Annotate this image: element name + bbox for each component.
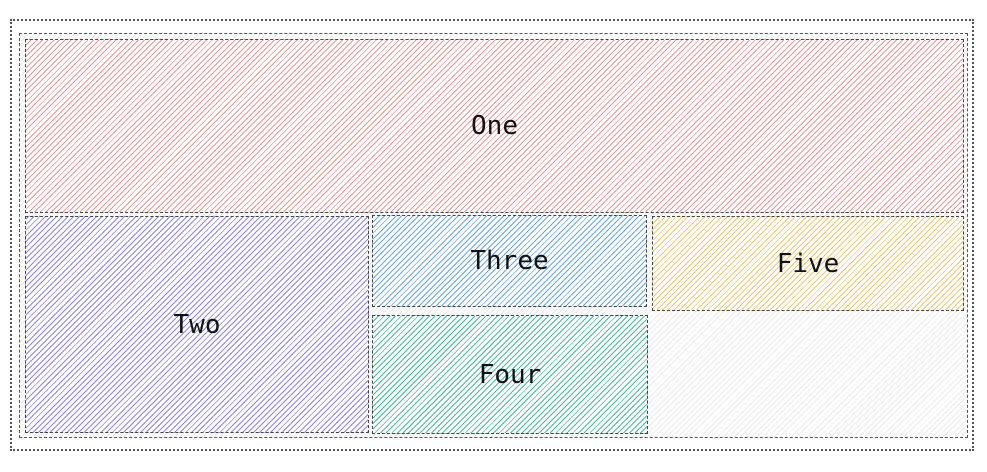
box-two: Two: [25, 216, 369, 433]
box-three: Three: [372, 215, 647, 307]
outer-container: [10, 19, 974, 451]
box-three-label: Three: [470, 246, 549, 276]
box-one-label: One: [471, 111, 518, 141]
box-four: Four: [372, 315, 648, 434]
box-five-label: Five: [776, 248, 840, 279]
box-five: Five: [652, 216, 964, 311]
box-one: One: [25, 39, 964, 213]
box-two-label: Two: [173, 309, 221, 340]
box-four-label: Four: [478, 359, 542, 390]
